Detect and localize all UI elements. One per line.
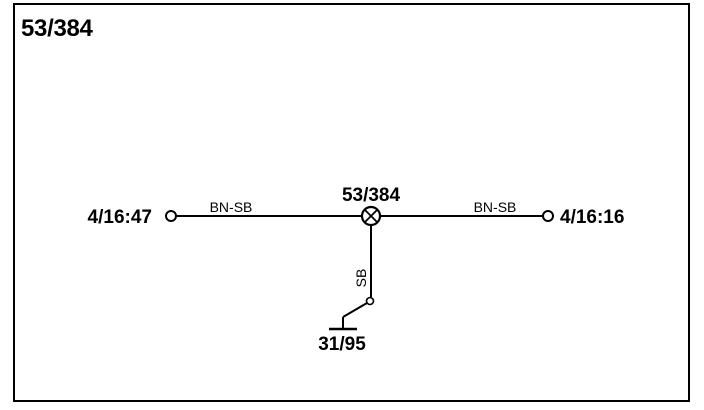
splice-connector-icon: [360, 205, 382, 227]
wire-left-color-label: BN-SB: [210, 199, 253, 215]
switch-terminal-icon: [365, 296, 375, 306]
terminal-right-icon: [542, 210, 554, 222]
ground-connection-icon: [329, 302, 368, 331]
ground-label: 31/95: [318, 334, 366, 355]
page-title: 53/384: [21, 15, 93, 42]
endpoint-right-label: 4/16:16: [560, 207, 624, 228]
terminal-left-icon: [165, 210, 177, 222]
connector-label: 53/384: [342, 185, 401, 206]
diagram-frame: [13, 3, 690, 402]
endpoint-left-label: 4/16:47: [88, 207, 152, 228]
wire-vertical-color-label: SB: [353, 269, 369, 288]
wire-right-color-label: BN-SB: [474, 199, 517, 215]
